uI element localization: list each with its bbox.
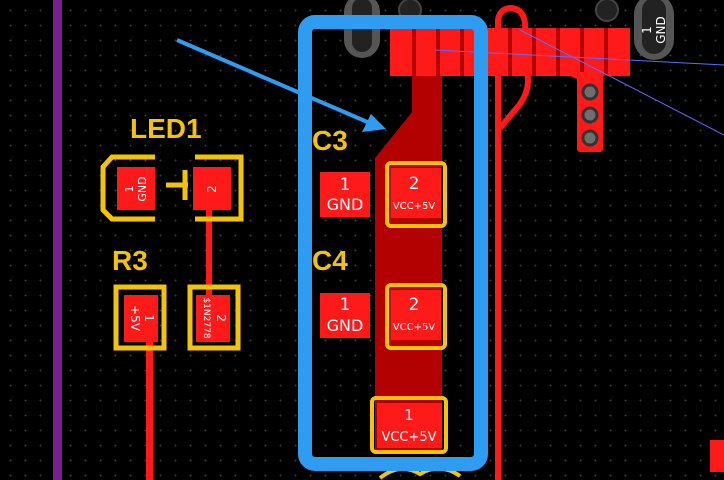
svg-text:+5V: +5V [128, 305, 142, 332]
edge-pad-right [710, 440, 724, 472]
c4-ref: C4 [312, 245, 348, 276]
svg-text:$1N2778: $1N2778 [201, 297, 211, 338]
c4-pad-2[interactable] [391, 290, 441, 340]
svg-text:1: 1 [340, 175, 351, 195]
mounting-hole [595, 0, 619, 22]
c3-ref: C3 [312, 125, 348, 156]
svg-text:GND: GND [327, 316, 364, 335]
led1-pad-2[interactable] [193, 167, 231, 210]
r3-outline-left [113, 284, 167, 351]
trace-r3-down [146, 340, 153, 480]
svg-text:2: 2 [205, 185, 219, 193]
selection-box[interactable] [298, 15, 488, 471]
svg-text:VCC+5V: VCC+5V [393, 201, 436, 212]
r3-pad-2[interactable] [196, 295, 230, 342]
trace-led-r3 [206, 200, 212, 298]
copper-pour-vcc [375, 70, 442, 450]
board-edge [53, 0, 62, 480]
c3-pad-2[interactable] [391, 168, 441, 218]
annotation-arrow [176, 38, 373, 126]
svg-text:1: 1 [123, 186, 136, 193]
trace-top-loop [495, 4, 532, 480]
svg-text:VCC+5V: VCC+5V [381, 430, 436, 445]
ratsnest-line [519, 29, 724, 136]
c3-pad-1[interactable] [320, 172, 370, 217]
svg-text:2: 2 [214, 314, 228, 322]
c4-outline-right [385, 283, 447, 350]
led1-pad-1[interactable] [117, 167, 155, 210]
header-pin [581, 83, 599, 101]
vcc-pad-outline [370, 396, 448, 454]
svg-text:VCC+5V: VCC+5V [393, 322, 436, 333]
svg-text:GND: GND [136, 176, 149, 201]
svg-text:1: 1 [340, 295, 351, 315]
led1-ref: LED1 [130, 113, 202, 144]
header-pin [581, 106, 599, 124]
top-right-pad-net: GND [654, 16, 668, 44]
top-right-pad-num: 1 [640, 26, 654, 34]
svg-text:2: 2 [409, 295, 420, 315]
vcc-pad-1[interactable] [377, 403, 442, 448]
r3-ref: R3 [112, 245, 148, 276]
header-pin [581, 129, 599, 147]
svg-text:GND: GND [327, 195, 364, 214]
svg-text:1: 1 [404, 406, 414, 424]
svg-text:2: 2 [409, 174, 420, 194]
c4-pad-1[interactable] [320, 293, 370, 338]
svg-text:1: 1 [142, 314, 156, 322]
r3-pad-1[interactable] [124, 295, 158, 342]
arrow-head-icon [362, 114, 386, 132]
r3-outline-right [187, 284, 241, 351]
c3-outline-right [385, 161, 447, 228]
led1-outline [100, 154, 155, 222]
